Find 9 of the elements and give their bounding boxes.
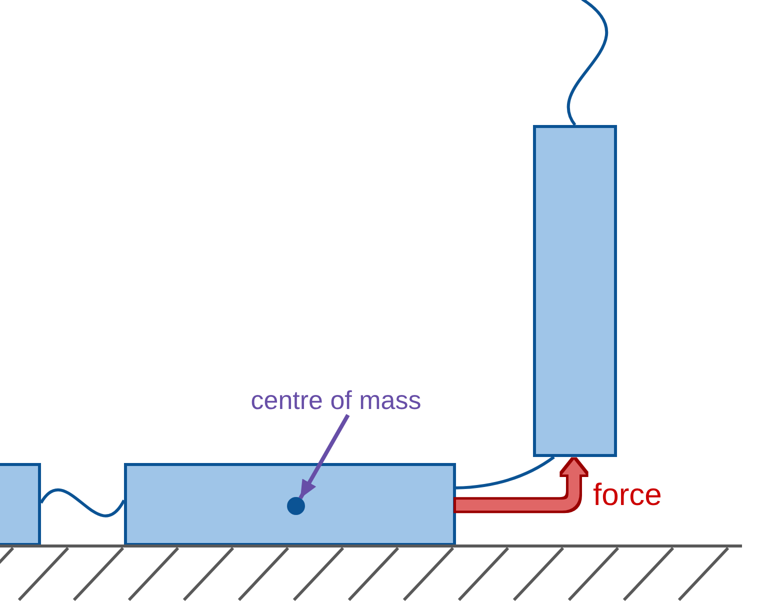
block [533,125,617,457]
callout-label: centre of mass [236,385,436,415]
force-arrow [456,460,586,511]
block [0,463,41,546]
rope [456,456,555,490]
rope [567,0,608,126]
block [124,463,456,546]
leader-arrow [298,414,350,500]
rope [40,488,126,518]
